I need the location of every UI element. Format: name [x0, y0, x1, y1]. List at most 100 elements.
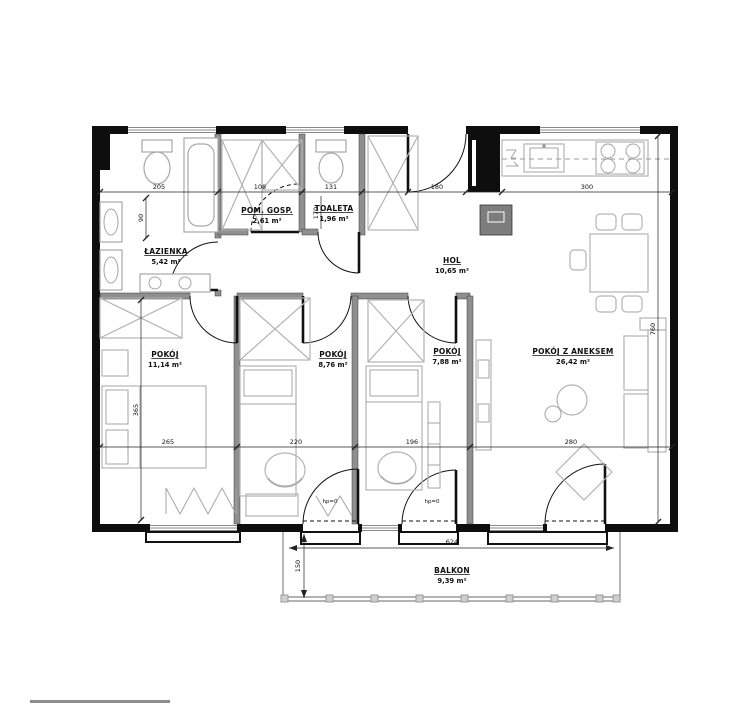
window-sill [145, 531, 241, 543]
dim-top-1: 205 [153, 183, 165, 191]
room-area-bedroom3: 7,88 m² [432, 358, 461, 366]
room-label-living: POKÓJ Z ANEKSEM 26,42 m² [532, 347, 613, 366]
wardrobe-bedroom3 [367, 299, 425, 363]
dim-left: 365 [132, 404, 140, 416]
room-label-bedroom3: POKÓJ 7,88 m² [432, 347, 461, 366]
sill-height-label-2: hp=0 [424, 499, 440, 505]
armchair-diamond [555, 443, 613, 501]
kitchen-sink [523, 143, 565, 173]
nightstand [101, 349, 129, 377]
room-area-utility: 2,61 m² [252, 217, 281, 225]
balcony-door2-sill [398, 531, 459, 545]
fridge-symbol [506, 149, 517, 159]
meter-box [479, 204, 513, 236]
room-name-hall: HOL [443, 256, 461, 265]
room-label-balcony: BALKON 9,39 m² [434, 566, 470, 585]
dimension-balcony: 624 150 [289, 534, 614, 598]
door-entrance [406, 133, 467, 193]
balcony-door1-sill [300, 531, 361, 545]
dim-toilet: 170 [312, 207, 320, 219]
kitchen-hob [595, 141, 645, 175]
dim-bottom-4: 280 [565, 438, 577, 446]
window-top-bathroom [128, 127, 216, 133]
desk-chair-2 [245, 452, 306, 517]
sofa [623, 317, 667, 453]
washbasin-1 [99, 201, 123, 243]
door-bedroom1 [189, 295, 239, 344]
wardrobe-hall [367, 135, 419, 231]
dining-table [569, 213, 649, 313]
dim-bottom-2: 220 [290, 438, 302, 446]
bed-single-2 [239, 365, 297, 497]
door-bedroom3 [407, 295, 458, 344]
room-label-bedroom2: POKÓJ 8,76 m² [318, 350, 347, 369]
dimension-chain-bottom: 265 220 196 280 [96, 438, 676, 451]
dim-bath: 90 [137, 214, 145, 222]
dim-balcony-width: 624 [446, 538, 458, 546]
dimension-bath-width: 90 [137, 194, 150, 242]
dimension-chain-top: 205 108 131 180 300 [96, 183, 676, 196]
radiator [427, 401, 441, 489]
meter-box-detail [487, 211, 505, 223]
room-label-utility: POM. GOSP. 2,61 m² [241, 206, 293, 225]
window-top-utility [286, 127, 344, 133]
dim-top-5: 300 [581, 183, 593, 191]
room-area-toilet: 1,96 m² [319, 215, 348, 223]
room-area-hall: 10,65 m² [435, 267, 469, 275]
room-area-living: 26,42 m² [556, 358, 590, 366]
room-name-toilet: TOALETA [315, 204, 354, 213]
room-name-bedroom2: POKÓJ [319, 350, 347, 359]
dimension-toilet-depth: 170 [312, 196, 322, 229]
drying-rack-2 [315, 495, 353, 517]
dim-top-2: 108 [254, 183, 266, 191]
kitchen-counter [501, 139, 670, 177]
toilet-bathroom [141, 139, 173, 185]
room-label-bathroom: ŁAZIENKA 5,42 m² [143, 247, 187, 266]
dimension-right-height: 760 [649, 132, 662, 526]
bed-double [101, 385, 207, 469]
room-label-hall: HOL 10,65 m² [435, 256, 469, 275]
coffee-table [544, 384, 588, 423]
exterior-walls [92, 126, 678, 532]
sill-height-label-1: hp=0 [322, 499, 338, 505]
room-area-bedroom1: 11,14 m² [148, 361, 182, 369]
balcony-door3-sill [487, 531, 608, 545]
dim-balcony-depth: 150 [294, 560, 302, 572]
washing-machine [139, 273, 211, 293]
shaft-slot [472, 140, 476, 186]
room-area-bedroom2: 8,76 m² [318, 361, 347, 369]
balcony-door-1 [302, 468, 360, 525]
room-name-bedroom3: POKÓJ [433, 347, 461, 356]
room-label-toilet: TOALETA 1,96 m² [315, 204, 354, 223]
counter-arrow [506, 161, 520, 167]
desk-chair-3 [377, 451, 417, 485]
dim-top-4: 180 [431, 183, 443, 191]
dimension-left-height: 365 [132, 296, 145, 524]
window-bottom-mid [362, 525, 398, 531]
room-name-bathroom: ŁAZIENKA [143, 247, 187, 256]
sideboard [475, 339, 492, 451]
bathtub [183, 137, 219, 233]
dim-right: 760 [649, 323, 657, 335]
room-area-balcony: 9,39 m² [437, 577, 466, 585]
interior-walls [99, 133, 474, 525]
room-name-utility: POM. GOSP. [241, 206, 293, 215]
drying-rack-1 [165, 486, 237, 516]
cutoff-caption [30, 700, 170, 703]
balcony-door-3 [544, 463, 607, 525]
toilet-wc [315, 139, 347, 184]
room-name-bedroom1: POKÓJ [151, 350, 179, 359]
wardrobe-utility-2 [261, 139, 303, 191]
door-utility [250, 183, 300, 234]
balcony-door-2 [401, 469, 458, 525]
bed-single-3 [365, 365, 423, 491]
room-area-bathroom: 5,42 m² [151, 258, 180, 266]
room-label-bedroom1: POKÓJ 11,14 m² [148, 350, 182, 369]
dim-bottom-1: 265 [162, 438, 174, 446]
window-top-kitchen [540, 127, 640, 133]
window-bottom-living [490, 525, 543, 531]
room-name-balcony: BALKON [434, 566, 470, 575]
window-bottom-bedroom1 [145, 525, 241, 543]
